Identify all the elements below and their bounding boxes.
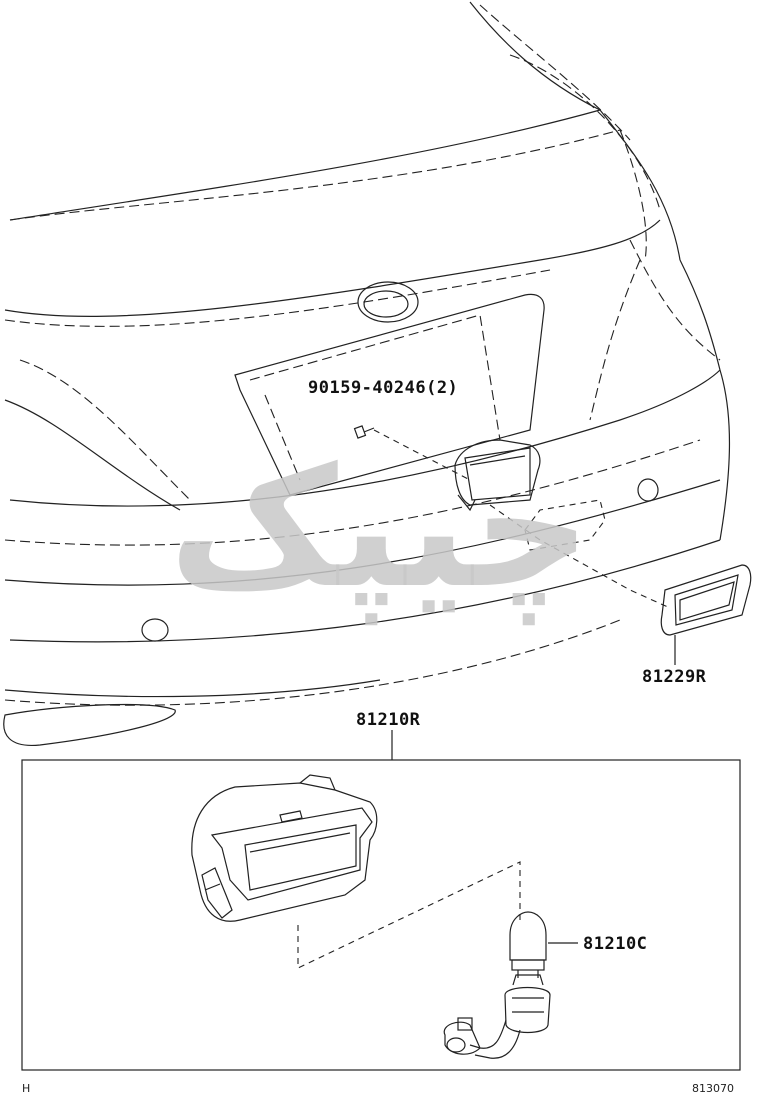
watermark: چیپک xyxy=(169,432,592,626)
socket-part xyxy=(443,974,551,1059)
footer-right-code: 813070 xyxy=(692,1082,734,1095)
bulb-part-number: 81210C xyxy=(583,934,647,954)
bezel-part-number: 81229R xyxy=(642,667,707,687)
lamp-housing-detail xyxy=(191,774,378,922)
bezel-part xyxy=(660,564,752,636)
bolt-part xyxy=(353,425,375,439)
lamp-assembly-box xyxy=(21,759,741,1071)
bulb-part xyxy=(509,911,547,978)
installed-lamp xyxy=(454,439,541,512)
lamp-assy-part-number: 81210R xyxy=(356,710,421,730)
lamp-to-bulb-line xyxy=(297,861,521,969)
lamp-to-bezel-line xyxy=(489,504,671,609)
bolt-part-number: 90159-40246(2) xyxy=(308,378,458,398)
car-rear-outline xyxy=(3,1,731,747)
bolt-leader-line xyxy=(373,429,471,481)
footer-left-code: H xyxy=(22,1082,30,1095)
